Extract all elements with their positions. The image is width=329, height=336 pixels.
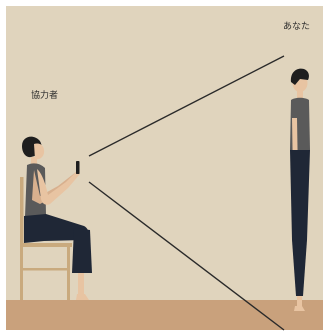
helper-front-arm [37,169,80,205]
chair-rung [22,268,68,271]
person-foot [294,306,305,311]
helper-foot [76,294,89,300]
sight-line-top [88,55,285,157]
helper-neck [31,157,37,165]
helper-thigh [24,214,89,243]
sight-line-bottom [88,181,285,331]
label-helper: 協力者 [31,91,59,101]
chair-front-leg [67,247,70,300]
floor [6,300,323,330]
helper-face [34,143,45,160]
seated-helper-figure [22,136,92,300]
person-ankle [297,296,302,306]
person-hair [290,68,309,85]
chair-seat [20,243,72,247]
chair-back-leg [20,245,23,300]
wall [6,6,323,300]
phone-camera-icon [76,161,80,174]
helper-ankle [78,273,84,295]
helper-lower-leg [72,228,92,273]
chair [20,177,72,300]
field-of-view-lines [88,55,285,331]
standing-person-figure [290,68,310,311]
chair-backrest [20,177,24,245]
person-neck [297,90,303,99]
person-legs [290,150,310,296]
label-you: あなた [283,22,311,32]
